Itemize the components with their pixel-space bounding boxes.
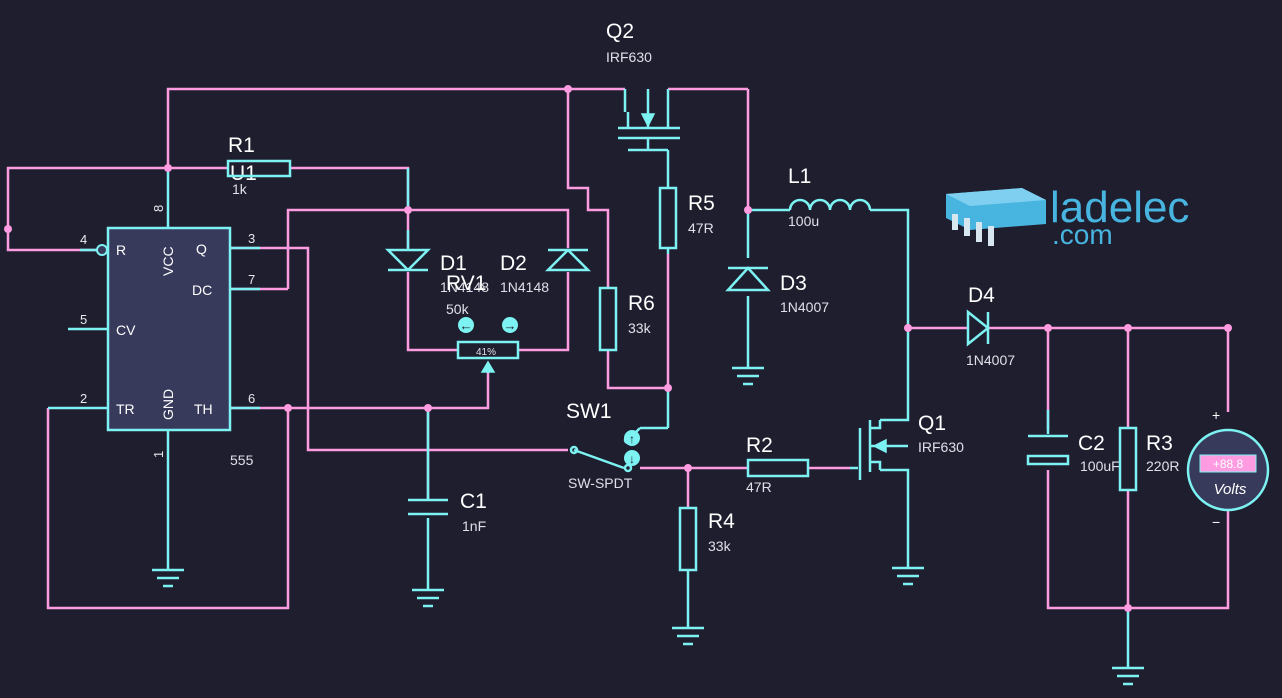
c2-ref: C2 — [1078, 432, 1105, 455]
q2-ref: Q2 — [606, 20, 634, 43]
pin-number-1: 1 — [151, 451, 166, 458]
r2-ref: R2 — [746, 434, 773, 457]
d4-value: 1N4007 — [966, 352, 1015, 368]
pin-number-5: 5 — [80, 312, 87, 327]
r2-value: 47R — [746, 479, 772, 495]
d3-ref: D3 — [780, 272, 807, 295]
d2-value: 1N4148 — [500, 279, 549, 295]
ground-icon — [732, 366, 764, 386]
sw1-value: SW-SPDT — [568, 475, 633, 491]
capacitor-c2[interactable]: C2 100uF — [1026, 410, 1120, 474]
capacitor-c1[interactable]: C1 1nF — [408, 490, 487, 534]
rv1-ref: RV1 — [446, 272, 486, 295]
ground-icon — [152, 568, 184, 588]
ladelec-logo: ladelec .com — [946, 183, 1189, 250]
ground-icon — [412, 588, 444, 608]
ground-symbols — [152, 366, 1144, 686]
sw1-up-button[interactable]: ↑ — [624, 430, 640, 446]
d4-ref: D4 — [968, 284, 995, 307]
pin-number-8: 8 — [151, 205, 166, 212]
mosfet-q1[interactable]: Q1 IRF630 — [850, 412, 964, 480]
l1-value: 100u — [788, 213, 819, 229]
resistor-r4[interactable]: R4 33k — [678, 506, 735, 572]
potentiometer-rv1[interactable]: 41% RV1 50k ← → — [446, 272, 520, 373]
voltmeter-plus: + — [1212, 407, 1220, 423]
resistor-r3[interactable]: R3 220R — [1118, 426, 1179, 492]
pin-label-gnd: GND — [160, 389, 176, 420]
c1-value: 1nF — [462, 518, 486, 534]
pin-label-cv: CV — [116, 322, 136, 338]
q1-value: IRF630 — [918, 439, 964, 455]
pin-label-th: TH — [194, 401, 213, 417]
pin-label-r: R — [116, 242, 126, 258]
d3-value: 1N4007 — [780, 299, 829, 315]
voltmeter-unit: Volts — [1214, 481, 1247, 498]
logo-suffix: .com — [1052, 219, 1113, 250]
ic-part: 555 — [230, 452, 254, 468]
l1-ref: L1 — [788, 165, 811, 188]
voltmeter-reading: +88.8 — [1213, 457, 1244, 471]
r5-value: 47R — [688, 220, 714, 236]
diode-d4[interactable]: D4 1N4007 — [966, 284, 1015, 368]
rv1-decrease-button[interactable]: ← — [458, 317, 474, 333]
d2-ref: D2 — [500, 252, 527, 275]
q1-ref: Q1 — [918, 412, 946, 435]
voltmeter[interactable]: +88.8 Volts + − — [1186, 407, 1270, 530]
pin-number-7: 7 — [248, 272, 255, 287]
pin-label-vcc: VCC — [160, 246, 176, 276]
arrow-right-icon: → — [504, 318, 517, 333]
leads — [48, 150, 1130, 668]
c2-value: 100uF — [1080, 458, 1120, 474]
r1-ref: R1 — [228, 134, 255, 157]
pin-label-dc: DC — [192, 282, 212, 298]
switch-sw1[interactable]: ↑ ↓ SW1 SW-SPDT — [566, 400, 641, 491]
logo-text: ladelec — [1050, 183, 1189, 232]
arrow-up-icon: ↑ — [629, 432, 635, 446]
r6-ref: R6 — [628, 292, 655, 315]
ground-icon — [672, 626, 704, 646]
junction-dots — [4, 85, 1232, 612]
diode-d2[interactable]: D2 1N4148 — [500, 248, 592, 295]
ic-555[interactable]: R Q DC CV TR TH VCC GND 4 8 3 7 5 2 6 1 … — [80, 162, 260, 468]
pin-number-2: 2 — [80, 391, 87, 406]
diode-d3[interactable]: D3 1N4007 — [725, 266, 829, 315]
pin-label-tr: TR — [116, 401, 135, 417]
r1-value: 1k — [232, 181, 248, 197]
ground-icon — [892, 566, 924, 586]
r3-ref: R3 — [1146, 432, 1173, 455]
r4-ref: R4 — [708, 510, 735, 533]
d1-value: 1N4148 — [440, 279, 489, 295]
resistor-r6[interactable]: R6 33k — [598, 286, 655, 352]
resistor-r2[interactable]: R2 47R — [746, 434, 810, 495]
r6-value: 33k — [628, 320, 652, 336]
q2-value: IRF630 — [606, 49, 652, 65]
ground-icon — [1112, 666, 1144, 686]
ic-ref: U1 — [230, 162, 257, 185]
r4-value: 33k — [708, 538, 732, 554]
rv1-position: 41% — [476, 347, 496, 358]
r5-ref: R5 — [688, 192, 715, 215]
sw1-ref: SW1 — [566, 400, 612, 423]
mosfet-q2[interactable]: Q2 IRF630 — [606, 20, 680, 152]
voltmeter-minus: − — [1212, 514, 1220, 530]
resistor-r1[interactable]: R1 1k — [226, 134, 292, 197]
rv1-value: 50k — [446, 301, 470, 317]
rv1-increase-button[interactable]: → — [502, 317, 518, 333]
c1-ref: C1 — [460, 490, 487, 513]
resistor-r5[interactable]: R5 47R — [658, 186, 715, 250]
inductor-l1[interactable]: L1 100u — [788, 165, 872, 229]
d1-ref: D1 — [440, 252, 467, 275]
chip-icon — [946, 188, 1046, 246]
arrow-left-icon: ← — [460, 318, 473, 333]
arrow-down-icon: ↓ — [629, 452, 635, 466]
pin-number-4: 4 — [80, 232, 87, 247]
pin-number-6: 6 — [248, 391, 255, 406]
pin-label-q: Q — [196, 241, 207, 257]
diode-d1[interactable]: D1 1N4148 — [384, 230, 489, 295]
r3-value: 220R — [1146, 458, 1179, 474]
sw1-down-button[interactable]: ↓ — [624, 450, 640, 466]
pin-number-3: 3 — [248, 231, 255, 246]
